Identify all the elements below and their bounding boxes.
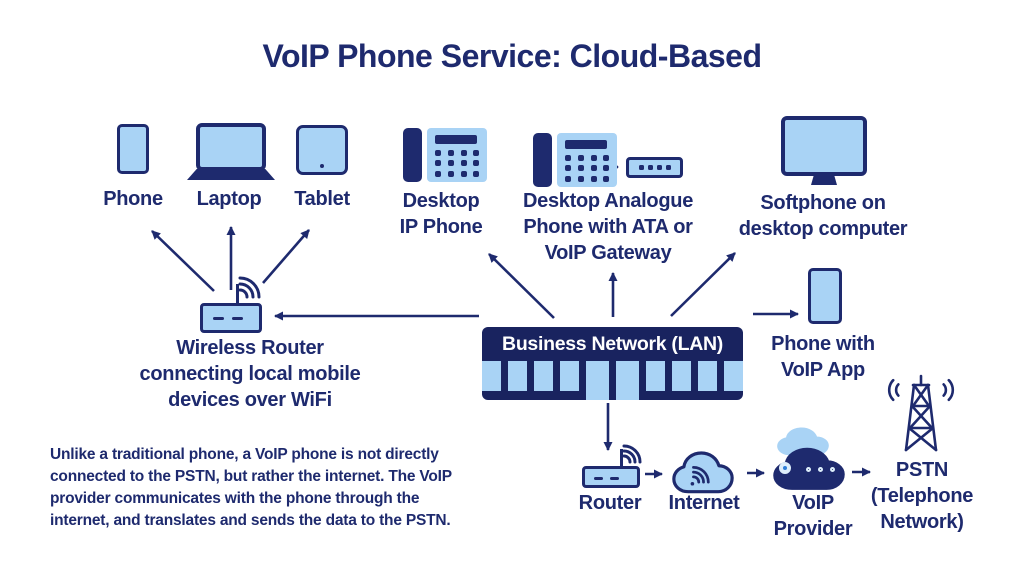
voip-ring-icon (779, 462, 791, 474)
lan-ports (481, 361, 744, 400)
lan-port (646, 361, 666, 391)
voip-provider-label: VoIP Provider (773, 492, 853, 540)
lan-port (616, 361, 640, 400)
voip-cloud-back-icon (777, 427, 829, 456)
lan-port (507, 361, 527, 391)
lan-port (559, 361, 579, 391)
tablet-label: Tablet (294, 188, 350, 210)
desk-phone-keypad (565, 155, 611, 183)
arrow-wrouter-to-phone (151, 230, 215, 292)
page-title: VoIP Phone Service: Cloud-Based (262, 38, 763, 74)
lan-port (724, 361, 744, 391)
desk-phone-icon (533, 133, 617, 187)
description-note: Unlike a traditional phone, a VoIP phone… (50, 446, 452, 529)
wifi-signal-icon (238, 276, 261, 299)
phone-handset (533, 133, 552, 187)
internet-label: Internet (668, 492, 740, 514)
smartphone-icon (117, 124, 149, 174)
lan-port (585, 361, 609, 400)
radio-tower-icon (887, 374, 955, 452)
router-antenna (236, 284, 239, 305)
wifi-signal-icon (692, 465, 710, 484)
desk-phone-keypad (435, 150, 481, 178)
phone-body (427, 128, 487, 182)
softphone-label: Softphone on desktop computer (738, 192, 908, 240)
lan-label: Business Network (LAN) (502, 333, 723, 355)
laptop-label: Laptop (196, 188, 262, 210)
phone-handset (403, 128, 422, 182)
router-antenna (620, 449, 623, 467)
phone-voip-app-label: Phone with VoIP App (771, 333, 875, 381)
pstn-label: PSTN (Telephone Network) (870, 459, 974, 533)
voip-dot (818, 467, 823, 472)
lan-port (533, 361, 553, 391)
phone-body (557, 133, 617, 187)
desktop-analogue-label: Desktop Analogue Phone with ATA or VoIP … (522, 190, 694, 264)
desk-phone-icon (403, 128, 487, 182)
phone-display (435, 135, 477, 144)
ata-box-icon (626, 157, 683, 178)
lan-switch-icon: Business Network (LAN) (481, 327, 744, 400)
wifi-router-icon (200, 303, 262, 333)
tablet-icon (296, 125, 348, 175)
router-label: Router (578, 492, 642, 514)
tablet-home-button (320, 164, 324, 168)
wireless-router-label: Wireless Router connecting local mobile … (139, 337, 361, 411)
smartphone-icon (808, 268, 842, 324)
internet-cloud-icon (672, 451, 734, 494)
wifi-signal-icon (622, 444, 642, 464)
laptop-base (187, 169, 275, 180)
lan-port (698, 361, 718, 391)
desktop-ip-phone-label: Desktop IP Phone (399, 190, 483, 238)
monitor-stand (811, 175, 837, 185)
lan-port (672, 361, 692, 391)
wifi-router-icon (582, 466, 640, 488)
monitor-icon (781, 116, 867, 176)
lan-port (481, 361, 501, 391)
voip-dot (830, 467, 835, 472)
voip-dot (806, 467, 811, 472)
laptop-icon (196, 123, 266, 171)
phone-display (565, 140, 607, 149)
phone-label: Phone (103, 188, 163, 210)
